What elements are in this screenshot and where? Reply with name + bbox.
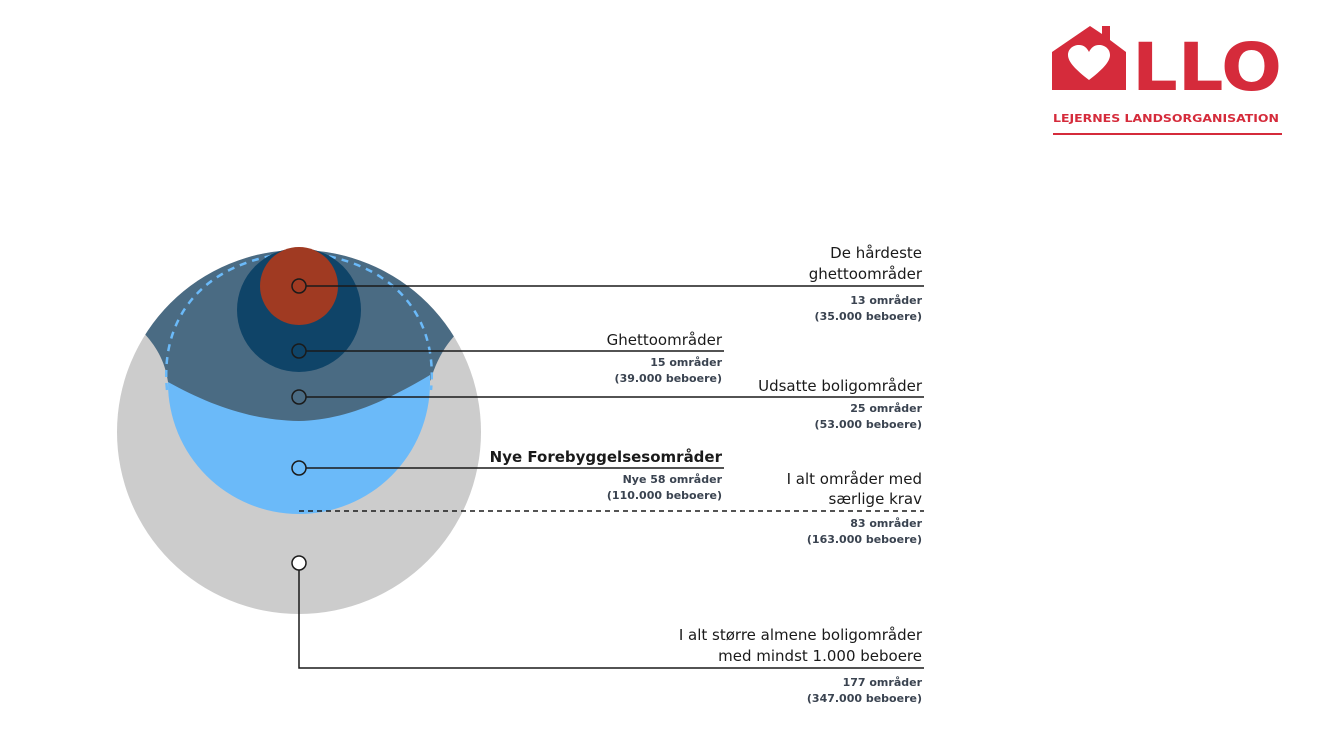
label-ialt-almene-count: 177 områder (843, 676, 923, 689)
label-ialt-krav-residents: (163.000 beboere) (807, 533, 922, 546)
label-udsatte-count: 25 områder (850, 402, 922, 415)
marker-nye (291, 460, 307, 476)
label-ghetto-title: Ghettoområder (607, 331, 723, 349)
label-nye-title: Nye Forebyggelsesområder (490, 448, 723, 466)
label-ialt-krav-count: 83 områder (850, 517, 922, 530)
house-heart-icon (1052, 26, 1126, 90)
label-nye-count: Nye 58 områder (623, 473, 723, 486)
logo-underline (1053, 133, 1282, 135)
label-ialt-almene-residents: (347.000 beboere) (807, 692, 922, 705)
label-udsatte-residents: (53.000 beboere) (815, 418, 922, 431)
label-ghetto-residents: (39.000 beboere) (615, 372, 722, 385)
label-udsatte-title: Udsatte boligområder (758, 377, 923, 395)
label-hardest-line2: ghettoområder (809, 265, 923, 283)
label-hardest-residents: (35.000 beboere) (815, 310, 922, 323)
label-ialt-krav-line2: særlige krav (829, 490, 923, 508)
llo-logo: LLO LEJERNES LANDSORGANISATION (1052, 26, 1282, 135)
marker-hardest (291, 278, 307, 294)
label-ialt-almene-line1: I alt større almene boligområder (679, 626, 923, 644)
label-ghetto-count: 15 områder (650, 356, 722, 369)
label-hardest-line1: De hårdeste (830, 244, 922, 262)
logo-tagline: LEJERNES LANDSORGANISATION (1053, 112, 1279, 125)
marker-ialt-almene (291, 555, 307, 571)
label-nye-residents: (110.000 beboere) (607, 489, 722, 502)
label-hardest-count: 13 områder (850, 294, 922, 307)
label-ialt-krav-line1: I alt områder med (787, 470, 922, 488)
logo-wordmark: LLO (1132, 29, 1282, 106)
circle-hardest-ghetto-areas (260, 247, 338, 325)
label-ialt-almene-line2: med mindst 1.000 beboere (718, 647, 922, 665)
leader-line-ialt-almene (298, 570, 924, 669)
marker-udsatte (291, 389, 307, 405)
marker-ghetto (291, 343, 307, 359)
